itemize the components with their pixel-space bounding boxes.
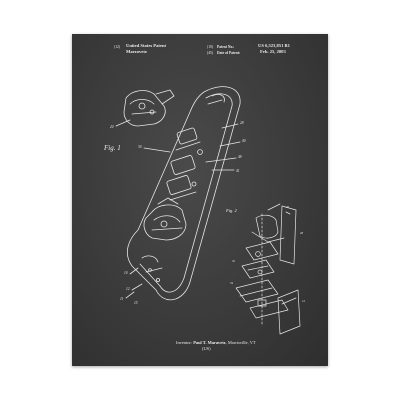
svg-text:12: 12 <box>126 287 130 291</box>
svg-text:20: 20 <box>286 205 290 209</box>
inventor-block: Inventor: Paul T. Maravetz, Morrisville,… <box>176 340 256 346</box>
svg-text:28: 28 <box>240 121 244 125</box>
svg-text:30: 30 <box>138 145 142 149</box>
snowboard-edge <box>139 93 233 293</box>
snowboard-drawing: 20 28 40 48 41 30 10 12 11 15 <box>110 86 306 335</box>
patent-poster: (12) United States Patent Marzovetz (10)… <box>72 34 328 366</box>
svg-text:48: 48 <box>238 155 242 159</box>
inventor-label: Inventor: <box>176 340 193 345</box>
svg-text:12: 12 <box>302 299 306 303</box>
svg-text:32: 32 <box>232 259 236 263</box>
patent-number-code: (10) <box>207 45 213 49</box>
svg-text:28: 28 <box>300 231 304 235</box>
patent-number-label: Patent No.: <box>217 45 235 49</box>
lower-binding <box>143 204 187 241</box>
svg-text:11: 11 <box>120 297 124 301</box>
inventor-country: (US) <box>202 346 211 351</box>
svg-text:41: 41 <box>236 169 240 173</box>
svg-text:10: 10 <box>124 271 128 275</box>
svg-text:20: 20 <box>110 125 114 129</box>
patent-date-code: (45) <box>207 51 213 55</box>
patent-date: Feb. 25, 2003 <box>260 49 286 54</box>
upper-binding <box>123 90 166 127</box>
figure-1-label: Fig. 1 <box>104 144 121 152</box>
svg-text:34: 34 <box>230 281 234 285</box>
svg-text:40: 40 <box>242 139 246 143</box>
inventor-location: , Morrisville, VT <box>225 340 256 345</box>
mount-plate-upper <box>176 127 198 145</box>
snowboard-outline <box>126 86 241 301</box>
header-left-number: (12) <box>114 45 120 49</box>
inventor-name: Paul T. Maravetz <box>193 340 226 345</box>
patent-date-label: Date of Patent: <box>217 51 241 55</box>
svg-text:15: 15 <box>134 301 138 305</box>
patent-author: Marzovetz <box>126 49 147 54</box>
fig2-assembly <box>235 203 301 335</box>
patent-title: United States Patent <box>126 43 167 48</box>
figure-2-label: Fig. 2 <box>226 208 237 213</box>
patent-number: US 6,523,851 B1 <box>258 43 290 48</box>
mount-plate-middle <box>170 155 196 175</box>
